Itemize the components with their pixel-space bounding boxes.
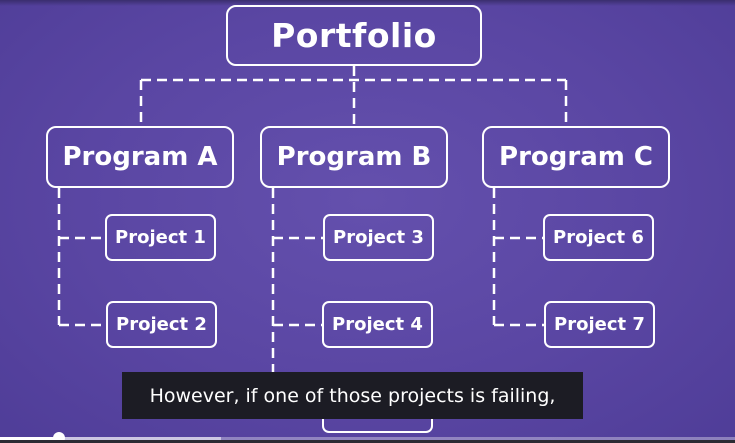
subtitle-caption: However, if one of those projects is fai… <box>122 372 583 419</box>
project-7-box: Project 7 <box>544 301 655 348</box>
scrubber-handle[interactable] <box>52 432 65 443</box>
played-fill <box>0 437 59 440</box>
project-3-box: Project 3 <box>323 214 434 261</box>
program-b-box: Program B <box>260 126 448 188</box>
buffered-fill <box>0 437 221 440</box>
project-4-box: Project 4 <box>322 301 433 348</box>
project-6-box: Project 6 <box>543 214 654 261</box>
top-shade <box>0 0 735 6</box>
portfolio-box: Portfolio <box>226 5 482 66</box>
project-1-box: Project 1 <box>105 214 216 261</box>
program-a-box: Program A <box>46 126 234 188</box>
player-bottom-edge <box>0 440 735 443</box>
project-2-box: Project 2 <box>106 301 217 348</box>
video-progress-bar[interactable] <box>0 437 735 440</box>
program-c-box: Program C <box>482 126 670 188</box>
